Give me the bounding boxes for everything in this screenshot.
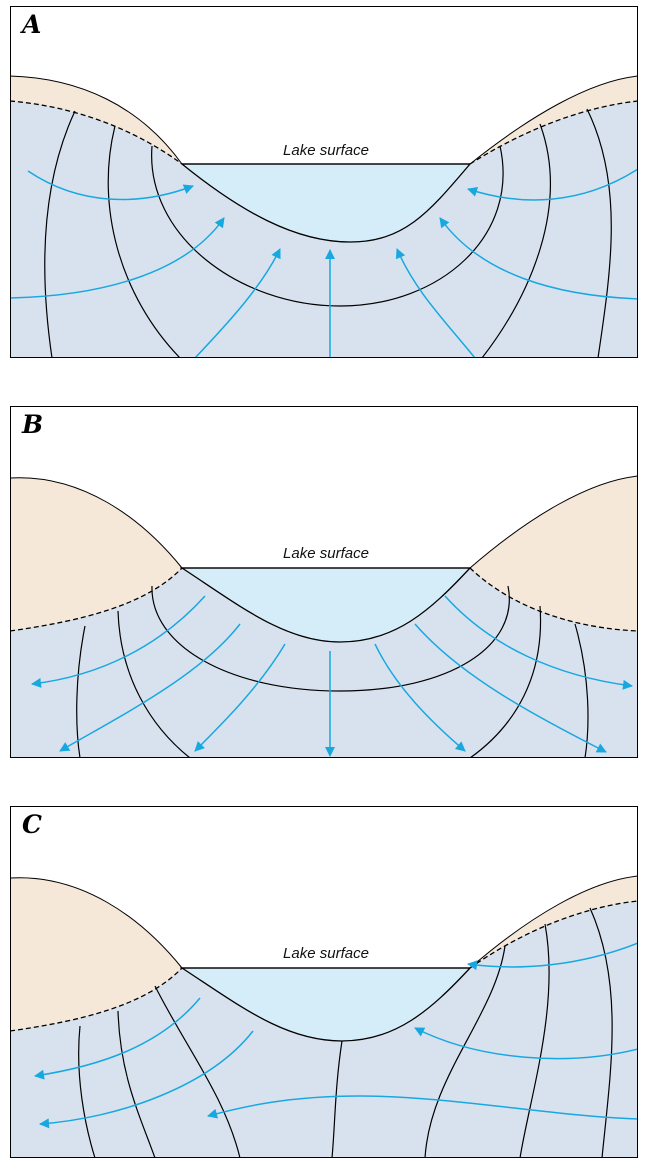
equipotential-line	[469, 605, 542, 758]
flow-arrow	[10, 217, 225, 299]
panel-b-diagram	[10, 406, 638, 758]
water-table	[10, 567, 638, 632]
panel-frame	[10, 806, 638, 1158]
equipotential-line	[117, 610, 191, 758]
panel-c: C Lake surface	[10, 806, 638, 1158]
equipotential-line	[76, 625, 86, 758]
flow-arrow	[194, 643, 286, 752]
panel-a-diagram	[10, 6, 638, 358]
flow-arrow	[27, 170, 194, 201]
flow-arrow	[414, 1027, 638, 1060]
panel-label: A	[22, 10, 42, 39]
panel-frame	[10, 6, 638, 358]
flow-arrow	[39, 1030, 254, 1129]
flow-arrow	[467, 942, 638, 971]
equipotential-line	[589, 907, 613, 1158]
lake-surface-label: Lake surface	[283, 142, 369, 159]
lake-surface-label: Lake surface	[283, 545, 369, 562]
flow-arrow	[414, 623, 607, 753]
water-table	[10, 900, 638, 1032]
flow-arrow	[439, 217, 638, 300]
lake-water	[179, 567, 472, 643]
equipotential-line	[107, 125, 181, 358]
flow-arrow	[467, 168, 638, 201]
flow-lines	[10, 168, 638, 358]
panel-a: A Lake surface	[10, 6, 638, 358]
flow-lines	[31, 595, 633, 757]
flow-arrow	[374, 643, 466, 752]
flow-arrow	[31, 595, 206, 688]
equipotential-line	[154, 985, 241, 1158]
water-table	[10, 100, 638, 165]
panel-label: C	[22, 810, 42, 839]
equipotential-line	[331, 1040, 343, 1158]
flow-arrow	[207, 1095, 638, 1120]
panel-b: B Lake surface	[10, 406, 638, 758]
flow-lines	[34, 942, 638, 1129]
equipotential-lines	[78, 907, 613, 1158]
equipotential-lines	[44, 108, 612, 358]
equipotential-line	[117, 1010, 156, 1158]
saturated-zone	[10, 568, 638, 758]
panel-c-diagram	[10, 806, 638, 1158]
equipotential-line	[586, 108, 612, 358]
equipotential-line	[44, 110, 76, 358]
panel-label: B	[22, 410, 44, 439]
flow-arrow	[194, 248, 281, 358]
equipotential-line	[151, 145, 504, 307]
panel-frame	[10, 406, 638, 758]
flow-arrow	[34, 997, 201, 1080]
flow-arrow	[395, 248, 476, 358]
lake-water	[180, 163, 472, 243]
equipotential-line	[519, 923, 550, 1158]
equipotential-line	[481, 123, 551, 358]
equipotential-line	[574, 623, 589, 758]
equipotential-line	[78, 1025, 96, 1158]
flow-arrow	[59, 623, 241, 752]
lake-surface-label: Lake surface	[283, 945, 369, 962]
flow-arrow	[444, 595, 633, 690]
equipotential-line	[424, 945, 506, 1158]
